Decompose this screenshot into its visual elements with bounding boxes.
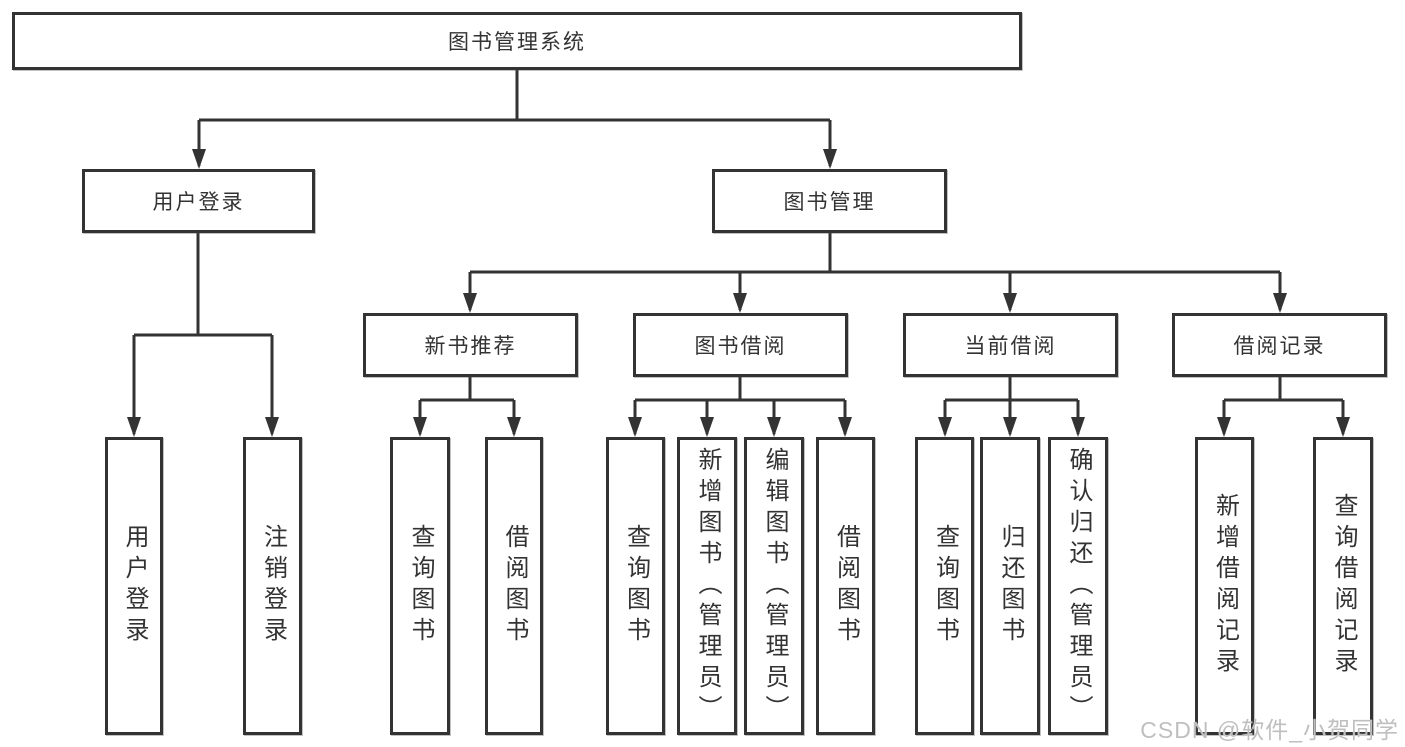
leaf-query-book-borrow: 查询图书 — [606, 437, 665, 735]
node-label: 借阅记录 — [1233, 335, 1326, 358]
node-label: 新增借阅记录 — [1211, 493, 1239, 679]
node-label: 注销登录 — [259, 524, 287, 648]
node-user-login-branch: 用户登录 — [82, 169, 315, 233]
node-label: 查询图书 — [622, 524, 650, 648]
node-label: 当前借阅 — [964, 335, 1057, 358]
node-label: 借阅图书 — [501, 524, 528, 648]
node-label: 查询借阅记录 — [1330, 493, 1357, 679]
node-label: 归还图书 — [997, 524, 1024, 648]
node-label: 编辑图书（管理员） — [761, 446, 788, 726]
leaf-confirm-return-admin: 确认归还（管理员） — [1048, 437, 1108, 735]
node-label: 图书借阅 — [694, 335, 787, 358]
leaf-add-borrow-record: 新增借阅记录 — [1195, 437, 1254, 735]
leaf-query-book-current: 查询图书 — [915, 437, 974, 735]
connector-segments — [132, 70, 1345, 434]
leaf-query-book-recommend: 查询图书 — [390, 437, 450, 735]
leaf-edit-book-admin: 编辑图书（管理员） — [744, 437, 804, 735]
node-label: 确认归还（管理员） — [1065, 446, 1092, 726]
leaf-borrow-book-recommend: 借阅图书 — [485, 437, 543, 735]
leaf-query-borrow-record: 查询借阅记录 — [1313, 437, 1373, 735]
node-new-book-recommend: 新书推荐 — [363, 313, 578, 377]
leaf-add-book-admin: 新增图书（管理员） — [677, 437, 737, 735]
node-label: 用户登录 — [121, 524, 148, 648]
node-label: 借阅图书 — [832, 524, 860, 648]
node-library-management-system: 图书管理系统 — [12, 12, 1022, 70]
csdn-watermark: CSDN @软件_小贺同学 — [1140, 717, 1399, 743]
node-label: 图书管理 — [783, 191, 876, 214]
node-label: 查询图书 — [931, 524, 959, 648]
node-label: 用户登录 — [152, 191, 245, 214]
node-book-borrow: 图书借阅 — [633, 313, 848, 377]
leaf-borrow-book: 借阅图书 — [816, 437, 875, 735]
leaf-user-login: 用户登录 — [105, 437, 163, 735]
node-label: 新增图书（管理员） — [694, 446, 721, 726]
node-label: 新书推荐 — [424, 335, 517, 358]
node-book-management-branch: 图书管理 — [712, 169, 947, 233]
leaf-logout: 注销登录 — [243, 437, 302, 735]
node-current-borrow: 当前借阅 — [903, 313, 1118, 377]
leaf-return-book: 归还图书 — [980, 437, 1040, 735]
node-label: 查询图书 — [407, 524, 434, 648]
node-borrow-records: 借阅记录 — [1172, 313, 1387, 377]
node-label: 图书管理系统 — [448, 31, 586, 54]
